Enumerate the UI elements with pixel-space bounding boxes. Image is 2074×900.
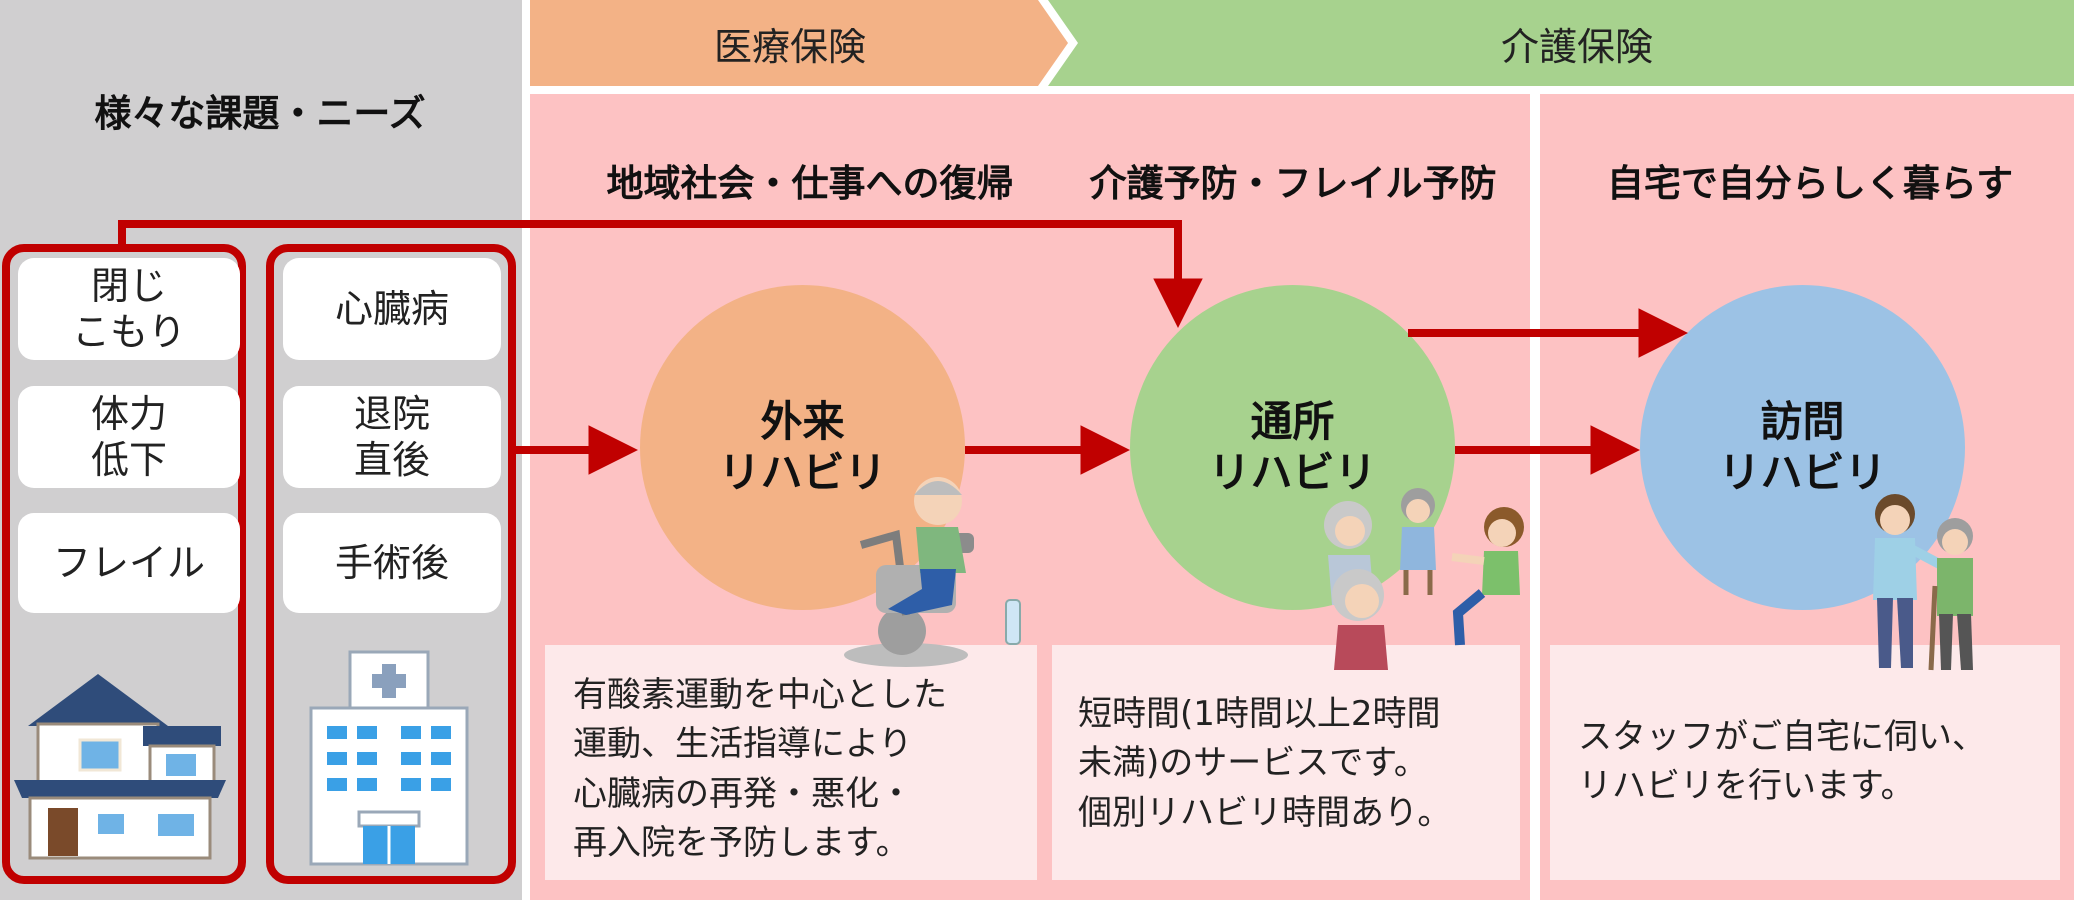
outpatient-rehab-circle: 外来 リハビリ <box>640 285 965 610</box>
house-icon <box>14 674 226 860</box>
need-chip-post-surgery: 手術後 <box>283 513 501 613</box>
outpatient-goal-title: 地域社会・仕事への復帰 <box>606 162 1014 205</box>
needs-title: 様々な課題・ニーズ <box>94 92 426 135</box>
caregiver-icon <box>1873 494 1973 671</box>
needs-group-home <box>2 244 246 884</box>
daycare-goal-title: 介護予防・フレイル予防 <box>1089 162 1497 205</box>
need-chip-stamina: 体力 低下 <box>18 386 240 488</box>
care-insurance-label: 介護保険 <box>1500 24 1653 69</box>
needs-group-hospital <box>266 244 516 884</box>
arrow-home-to-daycare <box>118 220 1203 329</box>
visit-description: スタッフがご自宅に伺い、 リハビリを行います。 <box>1550 645 2060 880</box>
daycare-description: 短時間(1時間以上2時間 未満)のサービスです。 個別リハビリ時間あり。 <box>1052 645 1520 880</box>
need-chip-post-discharge: 退院 直後 <box>283 386 501 488</box>
need-chip-frailty: フレイル <box>18 513 240 613</box>
need-chip-heart-disease: 心臓病 <box>283 258 501 360</box>
need-chip-withdrawal: 閉じ こもり <box>18 258 240 360</box>
group-exercise-icon <box>1324 488 1524 670</box>
care-insurance-band <box>1048 0 2074 86</box>
outpatient-description: 有酸素運動を中心とした 運動、生活指導により 心臓病の再発・悪化・ 再入院を予防… <box>545 645 1037 880</box>
exercise-bike-icon <box>844 477 1021 667</box>
home-goal-title: 自宅で自分らしく暮らす <box>1606 162 2014 205</box>
medical-insurance-label: 医療保険 <box>713 24 866 69</box>
hospital-icon <box>309 650 469 866</box>
medical-insurance-band <box>530 0 1068 86</box>
